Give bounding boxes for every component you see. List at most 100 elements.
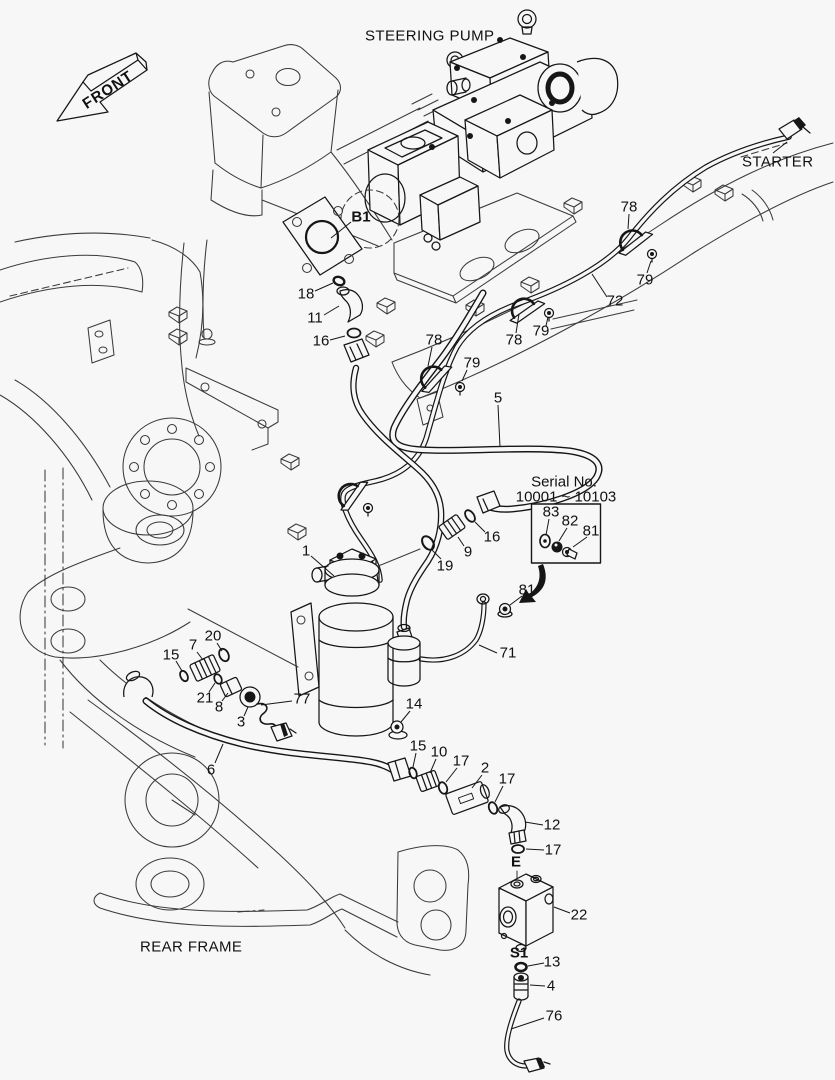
clamp-78 — [419, 365, 453, 393]
callout-1-leader — [310, 555, 335, 577]
callout-71: 71 — [500, 645, 517, 662]
hose-71 — [418, 593, 490, 663]
callout-4-leader — [529, 984, 546, 987]
clamps-and-bolts — [337, 229, 658, 517]
callout-19: 19 — [437, 558, 454, 575]
callout-9: 9 — [464, 544, 472, 561]
callout-8: 8 — [215, 699, 223, 716]
serial-pointer-arrow — [519, 564, 546, 603]
callout-4: 4 — [547, 978, 555, 995]
callout-17: 17 — [499, 771, 516, 788]
callout-22: 22 — [571, 907, 588, 924]
callout-5: 5 — [494, 390, 502, 407]
callout-76-leader — [510, 1017, 545, 1030]
emergency-pump-unit — [290, 548, 513, 740]
callout-17-leader — [494, 785, 504, 803]
port-s1-label: S1 — [510, 945, 528, 962]
callout-78-leader — [515, 313, 520, 334]
callout-8-leader — [221, 692, 229, 702]
serial-range: 10001 ~ 10103 — [516, 489, 617, 506]
starter-label: STARTER — [742, 154, 813, 171]
callout-78-leader — [427, 346, 433, 367]
steering-pump-assembly — [340, 9, 619, 251]
b1-flange-and-fittings — [282, 196, 370, 363]
clamp-78 — [337, 481, 369, 511]
callout-3-leader — [243, 706, 249, 717]
callout-20: 20 — [205, 628, 222, 645]
callout-16: 16 — [313, 333, 330, 350]
steering-pump-label: STEERING PUMP — [365, 28, 494, 45]
bolt-79 — [646, 248, 658, 263]
callout-82: 82 — [562, 513, 579, 530]
callout-81-leader — [509, 595, 523, 606]
callout-7: 7 — [189, 637, 197, 654]
callout-78: 78 — [621, 199, 638, 216]
callout-78: 78 — [506, 332, 523, 349]
callout-10-leader — [429, 758, 437, 774]
callout-78-leader — [627, 213, 630, 230]
callout-20-leader — [216, 642, 223, 652]
mid-fittings-chain — [365, 490, 501, 572]
callout-15: 15 — [163, 647, 180, 664]
callout-81: 81 — [519, 582, 536, 599]
callout-12: 12 — [544, 817, 561, 834]
callout-5-leader — [497, 404, 501, 448]
callout-71-leader — [478, 644, 498, 654]
starter-label-leader — [772, 141, 788, 154]
callout-7-leader — [196, 651, 204, 661]
hose-6 — [123, 670, 400, 776]
callout-14-leader — [400, 710, 411, 723]
callout-21: 21 — [197, 690, 214, 707]
callout-77: 77 — [294, 691, 311, 708]
callout-21-leader — [208, 682, 216, 693]
callout-16: 16 — [484, 529, 501, 546]
callout-15: 15 — [410, 738, 427, 755]
starter-cable-72 — [340, 117, 811, 583]
front-direction-arrow — [56, 52, 148, 122]
callout-72-leader — [591, 273, 608, 298]
bolt-79 — [454, 381, 466, 396]
hose-from-b1 — [350, 364, 445, 631]
callout-17-leader — [445, 767, 458, 783]
callout-79-leader — [461, 369, 468, 382]
callout-78: 78 — [426, 332, 443, 349]
callout-11-leader — [323, 305, 340, 316]
callout-6: 6 — [207, 762, 215, 779]
callout-72: 72 — [607, 293, 624, 310]
sensor-fitting-cluster — [179, 608, 299, 742]
callout-82-leader — [558, 527, 568, 542]
callout-10: 10 — [431, 744, 448, 761]
callout-11: 11 — [307, 310, 323, 327]
callout-15-leader — [412, 752, 417, 768]
callout-83: 83 — [543, 504, 560, 521]
callout-2: 2 — [481, 760, 489, 777]
callout-1: 1 — [302, 543, 310, 560]
callout-18-leader — [314, 282, 334, 292]
callout-14: 14 — [406, 696, 423, 713]
callout-15-leader — [175, 660, 183, 672]
callout-16-leader — [329, 335, 346, 341]
clamp-78 — [618, 229, 654, 256]
callout-17-leader — [525, 848, 545, 851]
rear-frame-structure — [0, 44, 834, 976]
callout-6-leader — [214, 743, 224, 764]
rear-frame-label: REAR FRAME — [140, 939, 242, 956]
callout-81-leader — [572, 536, 588, 548]
callout-2-leader — [471, 774, 483, 789]
callout-3: 3 — [237, 714, 245, 731]
port-b1-label: B1 — [351, 209, 370, 226]
serial-title: Serial No. — [531, 474, 597, 491]
callout-77-leader — [260, 700, 293, 706]
port-e-label: E — [511, 854, 521, 871]
port-b1-label-leader — [330, 221, 352, 239]
serial-number-box — [519, 503, 602, 603]
callout-79-leader — [646, 260, 652, 274]
priority-valve-chain — [387, 757, 554, 1001]
callout-13: 13 — [544, 954, 561, 971]
bolt-79 — [362, 502, 374, 517]
hoses-and-cable — [123, 117, 811, 1073]
callout-18: 18 — [298, 286, 315, 303]
bolt-79 — [543, 307, 555, 322]
